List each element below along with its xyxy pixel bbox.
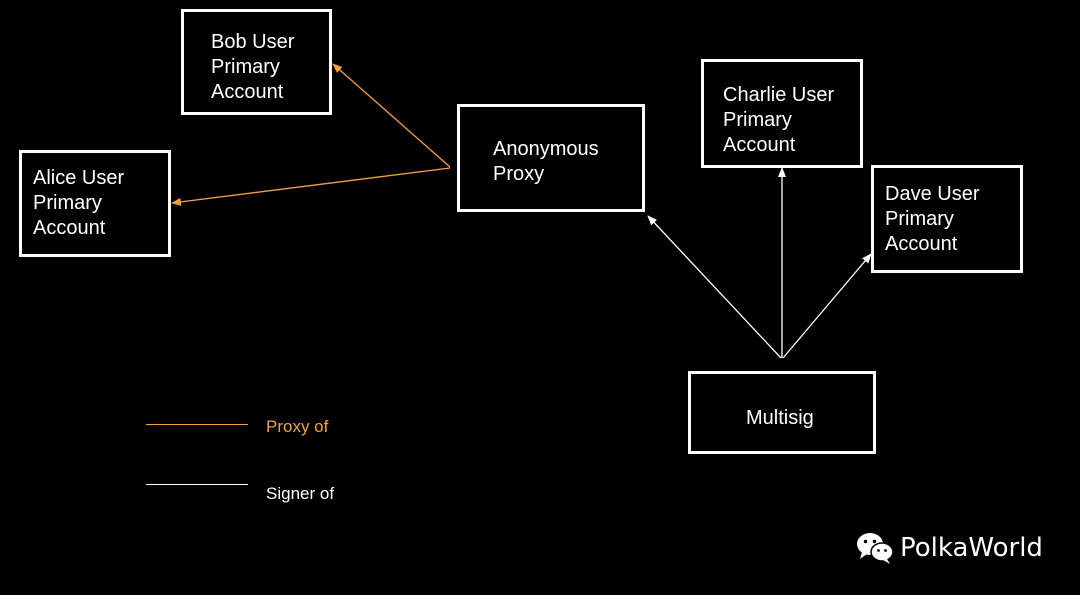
node-dave-label: Dave User Primary Account xyxy=(885,183,980,255)
node-charlie: Charlie User Primary Account xyxy=(701,59,863,168)
node-bob: Bob User Primary Account xyxy=(181,9,332,115)
node-dave: Dave User Primary Account xyxy=(871,165,1023,273)
node-anonymous-proxy-label: Anonymous Proxy xyxy=(493,138,599,185)
node-alice-label: Alice User Primary Account xyxy=(33,167,125,239)
node-charlie-label: Charlie User Primary Account xyxy=(723,84,835,156)
legend-proxy-of-label: Proxy of xyxy=(266,417,329,436)
node-alice: Alice User Primary Account xyxy=(19,150,171,257)
edge-proxy-to-bob xyxy=(332,63,451,168)
node-multisig: Multisig xyxy=(688,371,876,454)
legend-signer-of-label: Signer of xyxy=(266,484,335,503)
watermark: PolkaWorld xyxy=(856,528,1043,568)
watermark-text: PolkaWorld xyxy=(900,533,1043,563)
edge-proxy-to-alice xyxy=(171,167,451,206)
node-anonymous-proxy: Anonymous Proxy xyxy=(457,104,645,212)
node-bob-label: Bob User Primary Account xyxy=(211,31,295,103)
wechat-icon xyxy=(857,533,894,564)
edge-multisig-to-proxy xyxy=(647,215,782,359)
node-multisig-label: Multisig xyxy=(746,407,814,429)
edge-multisig-to-dave xyxy=(782,253,872,359)
legend-proxy-of-line xyxy=(146,424,248,425)
legend-signer-of-line xyxy=(146,484,248,485)
